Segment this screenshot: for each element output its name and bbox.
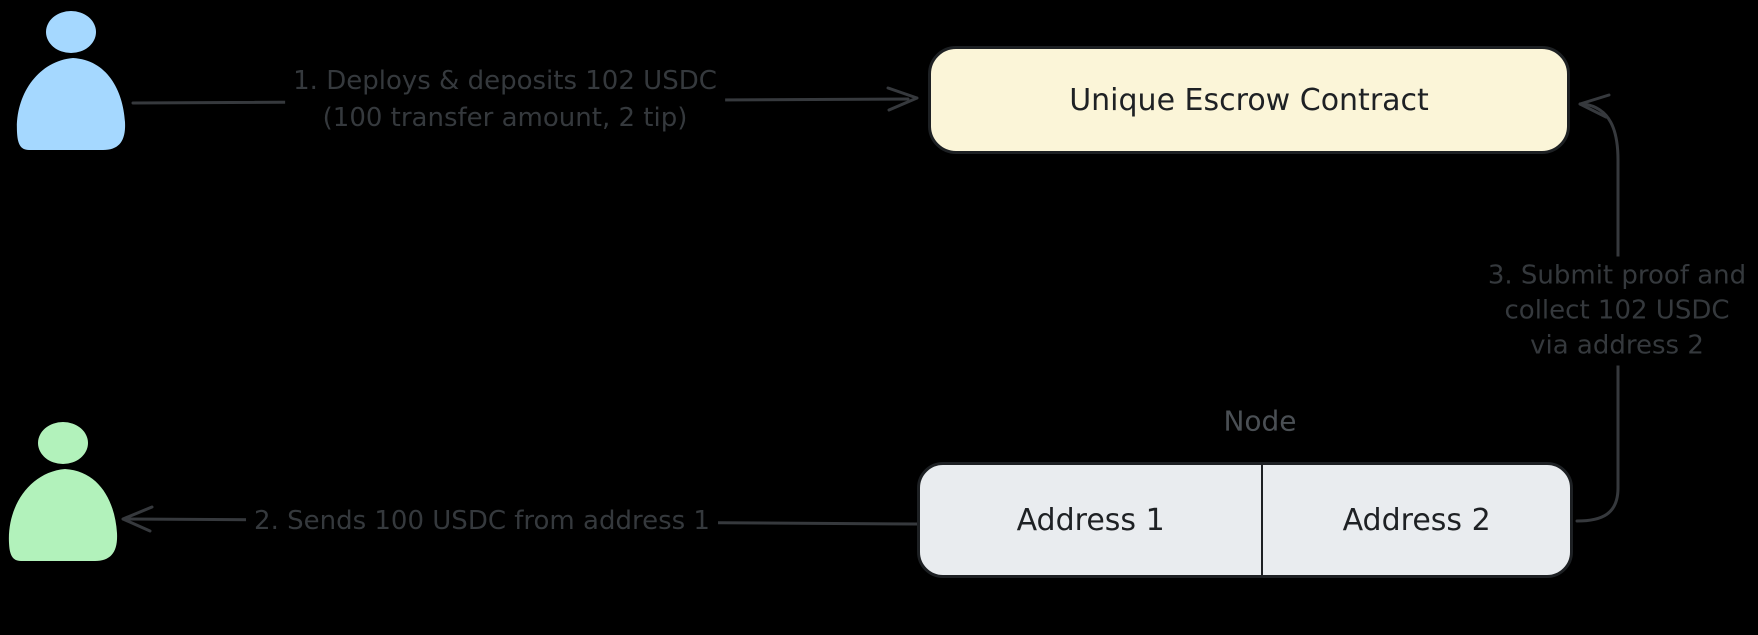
address-1-label: Address 1 — [1016, 502, 1165, 538]
node-title: Node — [1223, 404, 1297, 438]
node-box: Address 1 Address 2 — [917, 462, 1573, 578]
arrow-collect-label-line-1: 3. Submit proof and — [1487, 260, 1747, 291]
recipient-person-icon — [8, 422, 118, 561]
sender-person-icon — [16, 11, 126, 150]
arrow-send-label: 2. Sends 100 USDC from address 1 — [246, 504, 718, 538]
node-cell-address-1: Address 1 — [920, 465, 1264, 575]
address-2-label: Address 2 — [1342, 502, 1491, 538]
escrow-contract-box: Unique Escrow Contract — [928, 46, 1570, 154]
arrow-deploy-label-line-2: (100 transfer amount, 2 tip) — [322, 103, 688, 133]
node-cell-address-2: Address 2 — [1263, 465, 1570, 575]
arrow-collect-label: 3. Submit proof and collect 102 USDC via… — [1479, 256, 1755, 366]
arrow-collect-label-line-3: via address 2 — [1530, 330, 1704, 361]
arrow-deploy-label: 1. Deploys & deposits 102 USDC (100 tran… — [285, 61, 725, 139]
arrow-deploy-label-line-1: 1. Deploys & deposits 102 USDC — [293, 66, 717, 96]
escrow-contract-label: Unique Escrow Contract — [1069, 82, 1429, 118]
arrow-send-label-line-1: 2. Sends 100 USDC from address 1 — [254, 506, 710, 536]
arrow-collect-label-line-2: collect 102 USDC — [1504, 295, 1730, 326]
